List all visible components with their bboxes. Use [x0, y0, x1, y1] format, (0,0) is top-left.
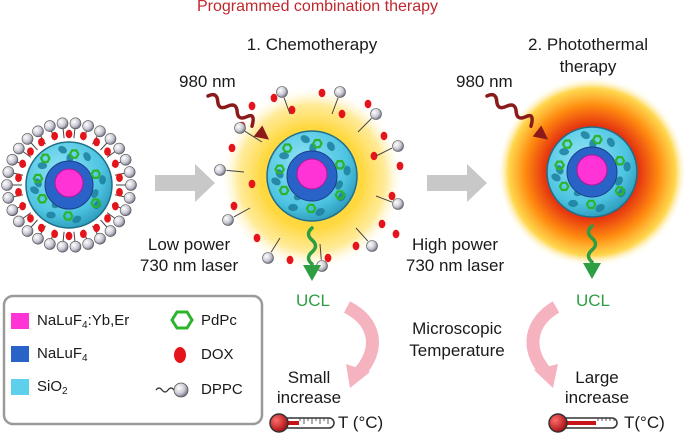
legend-dox-label: DOX: [201, 346, 234, 363]
low-power-line2: 730 nm laser: [139, 256, 239, 275]
silica-swatch: [11, 379, 29, 395]
step-1-label: 1. Chemotherapy: [246, 35, 378, 54]
thermometer-icon-right: [548, 413, 618, 433]
legend-shell-label: NaLuF4: [37, 345, 88, 364]
pink-arrow-left: [343, 301, 379, 388]
high-power-line1: High power: [412, 235, 498, 254]
dppc-lipid-shell: [1, 117, 137, 253]
pink-arrow-right: [526, 301, 560, 388]
thermometer-icon-left: [269, 413, 335, 433]
temperature-label-left: T (°C): [338, 413, 384, 432]
legend-core-label: NaLuF4:Yb,Er: [37, 312, 130, 331]
temperature-label-right: T(°C): [624, 413, 665, 432]
legend-dppc-label: DPPC: [201, 381, 243, 398]
large-increase-line1: Large: [575, 368, 619, 387]
pdpc-molecules: [32, 149, 102, 221]
shell-swatch: [11, 346, 29, 362]
high-power-line2: 730 nm laser: [405, 256, 505, 275]
microscopic-line1: Microscopic: [412, 319, 502, 338]
legend-silica-label: SiO2: [37, 378, 68, 397]
step-2-label-line1: 2. Photothermal: [527, 35, 649, 54]
dox-dot-icon: [174, 347, 186, 363]
wavelength-label-left: 980 nm: [179, 72, 236, 91]
upconversion-core: [296, 158, 328, 190]
microscopic-line2: Temperature: [409, 341, 505, 360]
upconversion-core: [576, 154, 608, 186]
excitation-980-arrow-left: [206, 92, 270, 140]
dppc-tail-icon: [155, 387, 175, 393]
nanoparticle-dppc-coated: [1, 117, 137, 253]
small-increase-line1: Small: [287, 368, 331, 387]
dppc-head-icon: [173, 382, 189, 398]
wavelength-label-right: 980 nm: [456, 72, 513, 91]
ucl-emission-arrow-left: [303, 226, 321, 281]
process-arrow-1: [155, 164, 215, 202]
nanoparticle-photothermal: [497, 77, 685, 267]
excitation-980-arrow-right: [485, 92, 549, 140]
process-arrow-2: [427, 164, 487, 202]
nanoparticle-chemotherapy: [214, 86, 404, 272]
core-swatch: [11, 313, 29, 329]
legend-box: [2, 294, 264, 426]
released-dox-and-dppc: [214, 86, 404, 272]
pdpc-molecules: [274, 138, 346, 214]
large-increase-line2: increase: [564, 388, 630, 407]
upconversion-core: [54, 168, 84, 198]
dox-molecules: [15, 129, 123, 241]
figure-title: Programmed combination therapy: [197, 0, 439, 15]
ucl-label-left: UCL: [295, 291, 331, 310]
legend-pdpc-label: PdPc: [201, 312, 237, 329]
ucl-emission-arrow-right: [583, 224, 601, 279]
pdpc-hexagon-icon: [170, 310, 194, 330]
ucl-label-right: UCL: [575, 291, 611, 310]
small-increase-line2: increase: [276, 388, 342, 407]
step-2-label-line2: therapy: [559, 57, 617, 76]
low-power-line1: Low power: [147, 235, 231, 254]
pdpc-molecules: [554, 134, 626, 210]
